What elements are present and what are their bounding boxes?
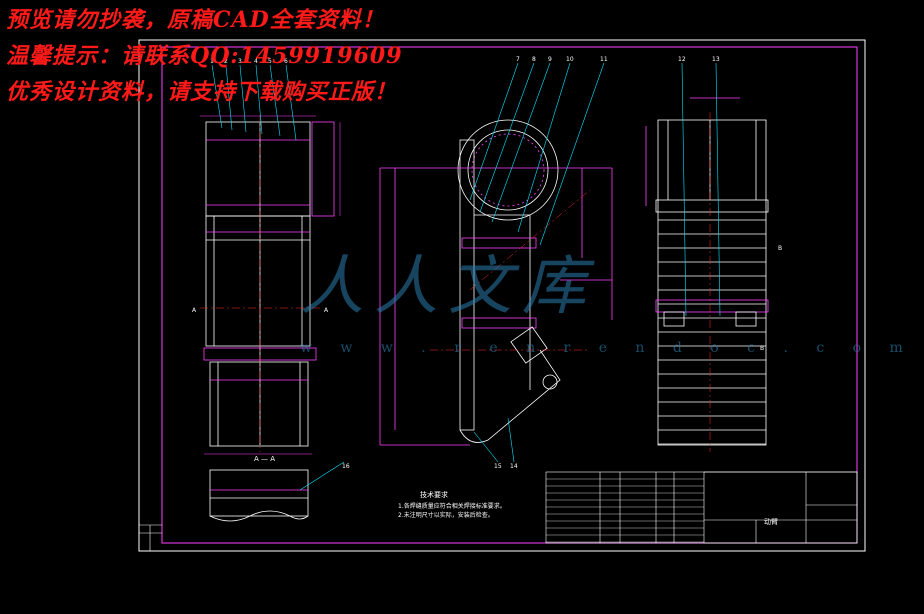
binding-margin [139,524,162,551]
site-logo-watermark: 人人文库 [300,250,596,324]
svg-text:4: 4 [254,58,258,65]
middle-view [379,119,613,446]
right-view [645,97,769,446]
svg-text:B: B [778,245,782,252]
bom-rows [546,478,704,543]
middle-centerline-diag [469,189,591,291]
leader-lines [211,62,721,491]
title-block-name: 动臂 [764,517,778,526]
svg-text:3: 3 [238,58,242,65]
svg-text:11: 11 [600,56,608,63]
svg-text:5: 5 [268,58,272,65]
watermark-line-3: 优秀设计资料，请支持下载购买正版！ [6,79,398,105]
svg-text:16: 16 [342,463,350,470]
watermark-line-1: 预览请勿抄袭，原稿CAD全套资料！ [6,7,385,33]
svg-text:12: 12 [678,56,686,63]
svg-text:7: 7 [516,56,520,63]
svg-text:10: 10 [566,56,574,63]
svg-text:9: 9 [548,56,552,63]
view-marks: A A B B [192,245,782,352]
leader-labels-left: 1 2 3 4 5 6 [210,58,288,65]
svg-text:A: A [192,307,197,314]
svg-text:14: 14 [510,463,518,470]
leader-labels-right: 12 13 [678,56,720,63]
leader-labels-bottom: 15 14 16 [342,463,518,470]
svg-text:6: 6 [284,58,288,65]
left-dimensions [200,115,341,455]
svg-text:1: 1 [210,58,214,65]
section-view [209,469,309,522]
svg-text:A: A [324,307,329,314]
site-url-watermark: w w w . r e n r e n d o c . c o m [300,340,915,356]
notes-line-2: 2.未注明尺寸以实际，安装后检查。 [398,511,494,519]
watermark-line-2: 温馨提示：请联系QQ:1459919609 [6,43,403,69]
inner-frame [161,46,858,544]
svg-text:13: 13 [712,56,720,63]
svg-text:B: B [760,345,764,352]
leader-labels-mid: 7 8 9 10 11 [516,56,608,63]
outer-frame [138,39,866,552]
notes-line-1: 1.各焊缝质量应符合相关焊接标准要求。 [398,502,506,510]
svg-text:8: 8 [532,56,536,63]
svg-text:2: 2 [224,58,228,65]
notes-title: 技术要求 [420,490,448,499]
right-view-rungs [658,219,766,445]
bom-table [545,471,858,544]
section-label: A — A [254,455,275,463]
svg-text:15: 15 [494,463,502,470]
